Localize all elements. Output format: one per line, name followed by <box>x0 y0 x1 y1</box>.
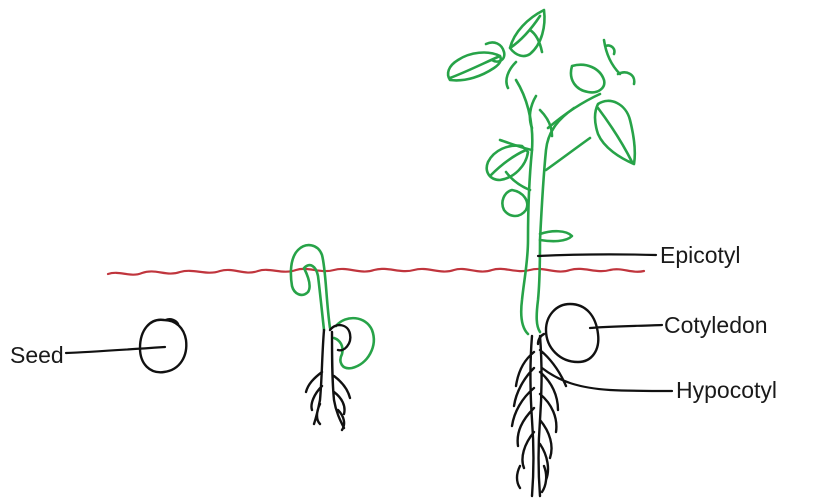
cotyledon-leader-line <box>590 325 662 328</box>
mature-branch-right <box>546 94 600 170</box>
epicotyl-leader-line <box>538 254 656 256</box>
young-seedling-stem <box>291 245 330 330</box>
mature-roots <box>512 336 566 496</box>
label-epicotyl: Epicotyl <box>660 242 741 268</box>
leaf-top <box>510 10 544 56</box>
mature-cotyledon <box>546 304 598 362</box>
label-seed: Seed <box>10 342 64 368</box>
label-hypocotyl: Hypocotyl <box>676 377 777 403</box>
leaf-right-large <box>595 101 635 164</box>
hypocotyl-leader-line <box>542 368 672 391</box>
seed-leader-line <box>66 347 165 353</box>
leaf-right-upper <box>571 40 634 92</box>
mature-node <box>540 231 572 241</box>
seed <box>140 319 186 372</box>
young-seedling <box>291 245 374 430</box>
young-seedling-root <box>306 330 350 430</box>
label-cotyledon: Cotyledon <box>664 312 768 338</box>
mature-stem <box>516 80 574 334</box>
leaf-left-lower <box>502 190 527 216</box>
seed-outline <box>140 319 186 372</box>
mature-seedling <box>448 10 635 496</box>
soil-line <box>108 269 644 275</box>
leaf-top-left <box>448 53 501 81</box>
